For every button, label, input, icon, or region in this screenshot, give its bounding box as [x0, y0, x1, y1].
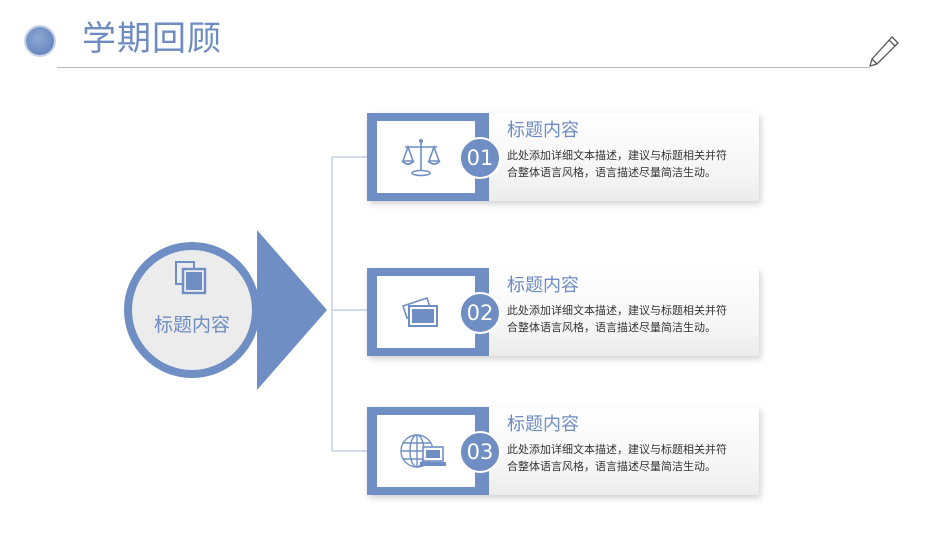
title-divider: [57, 67, 870, 68]
card-icon-frame: [367, 407, 489, 495]
scales-icon: [401, 139, 441, 177]
title-bullet-icon: [26, 27, 54, 55]
card-description: 此处添加详细文本描述，建议与标题相关并符 合整体语言风格，语言描述尽量简洁生动。: [507, 443, 727, 473]
card-02: 标题内容 此处添加详细文本描述，建议与标题相关并符 合整体语言风格，语言描述尽量…: [367, 268, 759, 356]
number-badge: 01: [459, 137, 501, 179]
hub-arrow: [124, 230, 327, 390]
photos-icon: [401, 296, 438, 327]
card-description: 此处添加详细文本描述，建议与标题相关并符 合整体语言风格，语言描述尽量简洁生动。: [507, 304, 727, 334]
card-03: 标题内容 此处添加详细文本描述，建议与标题相关并符 合整体语言风格，语言描述尽量…: [367, 407, 759, 495]
card-01: 标题内容 此处添加详细文本描述，建议与标题相关并符 合整体语言风格，语言描述尽量…: [367, 113, 759, 201]
hub-label: 标题内容: [153, 314, 230, 336]
card-description: 此处添加详细文本描述，建议与标题相关并符 合整体语言风格，语言描述尽量简洁生动。: [507, 149, 727, 179]
number-badge: 02: [459, 292, 501, 334]
card-title: 标题内容: [507, 414, 579, 435]
page-title: 学期回顾: [82, 19, 222, 59]
copy-icon: [175, 261, 207, 295]
card-title: 标题内容: [507, 120, 579, 141]
connector-lines: [331, 156, 368, 452]
card-icon-frame: [367, 113, 489, 201]
card-title: 标题内容: [507, 275, 579, 296]
number-badge: 03: [459, 431, 501, 473]
pen-icon: [869, 36, 899, 67]
globe-laptop-icon: [400, 434, 446, 468]
